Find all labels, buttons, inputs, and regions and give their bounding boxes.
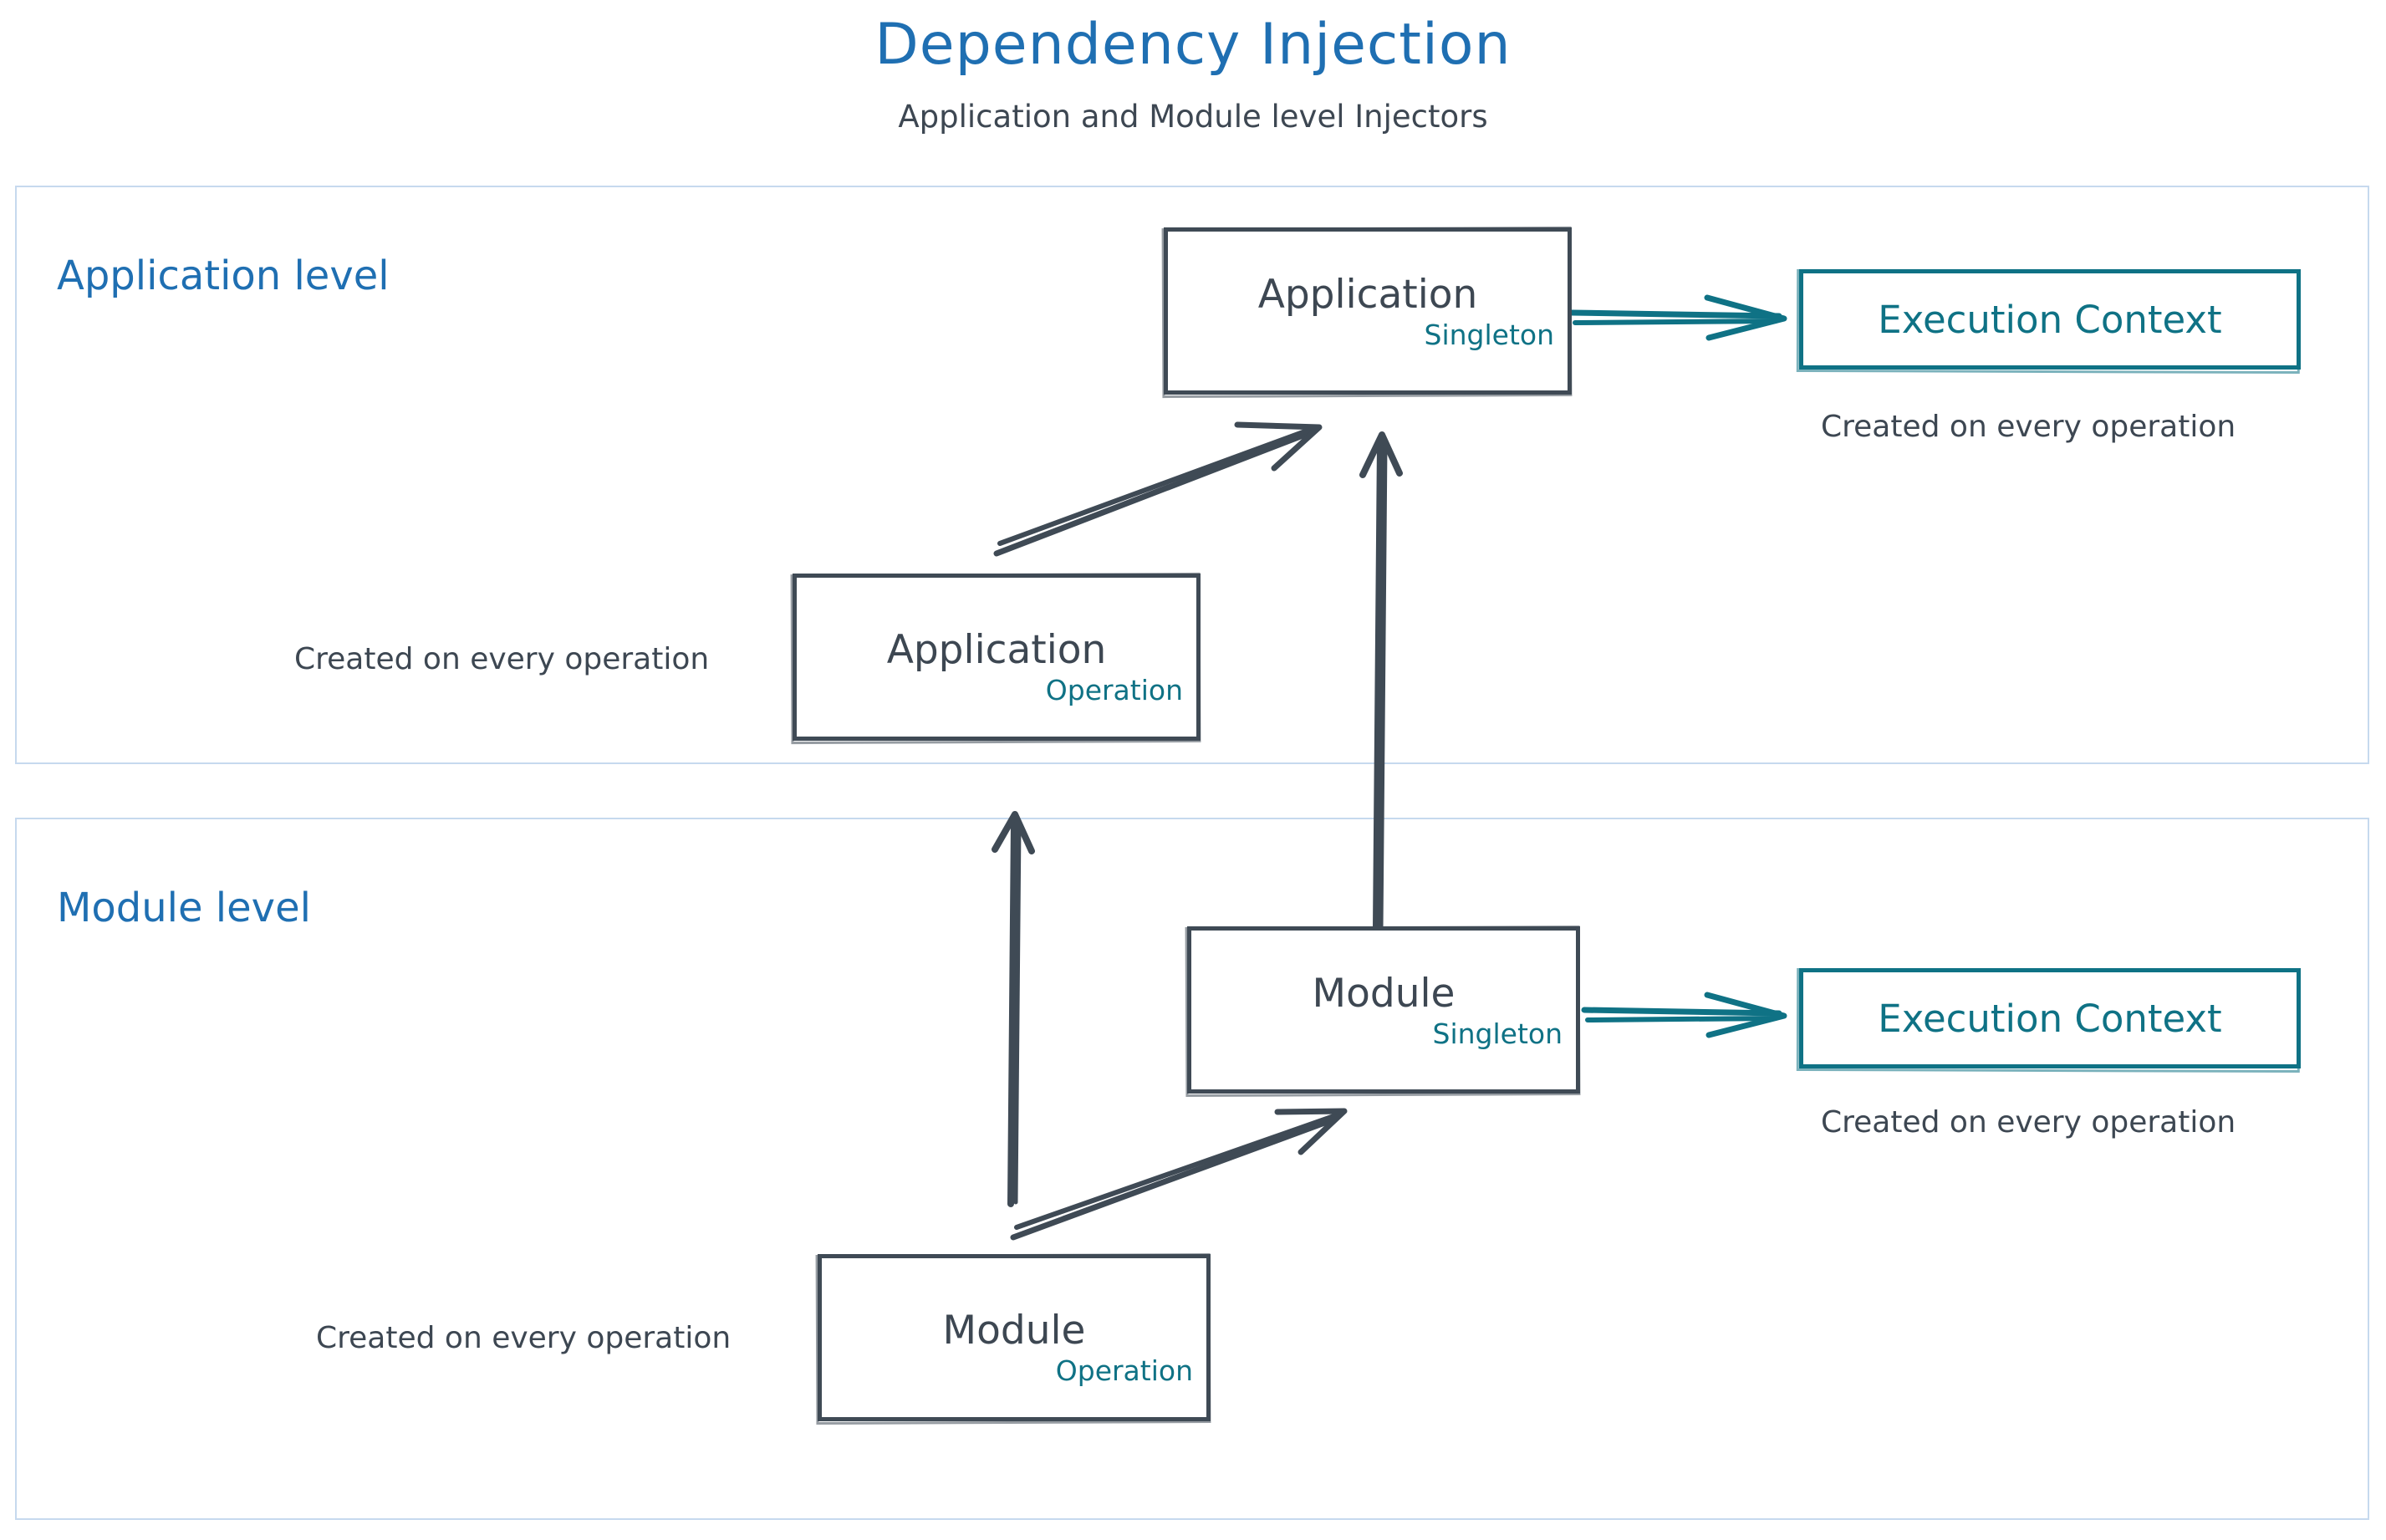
node-scope-badge: Operation <box>1045 674 1183 707</box>
caption-module-execution-context: Created on every operation <box>1821 1105 2236 1140</box>
caption-application-execution-context: Created on every operation <box>1821 410 2236 444</box>
node-title: Application <box>886 626 1107 673</box>
node-scope-badge: Operation <box>1055 1354 1193 1388</box>
lane-label-application-level: Application level <box>57 252 390 299</box>
context-label: Execution Context <box>1878 996 2222 1041</box>
lane-label-module-level: Module level <box>57 885 311 931</box>
note-module-operation: Created on every operation <box>316 1321 732 1355</box>
node-scope-badge: Singleton <box>1424 319 1555 352</box>
context-label: Execution Context <box>1878 297 2222 342</box>
node-module-operation[interactable]: Module Operation <box>818 1254 1211 1421</box>
page-title: Dependency Injection <box>874 12 1512 78</box>
node-title: Module <box>1312 970 1456 1017</box>
node-module-singleton[interactable]: Module Singleton <box>1187 926 1580 1094</box>
node-module-execution-context[interactable]: Execution Context <box>1799 968 2301 1068</box>
node-title: Module <box>942 1307 1086 1354</box>
node-application-operation[interactable]: Application Operation <box>793 574 1201 741</box>
node-title: Application <box>1257 271 1478 318</box>
node-application-execution-context[interactable]: Execution Context <box>1799 269 2301 370</box>
note-application-operation: Created on every operation <box>294 642 710 676</box>
node-scope-badge: Singleton <box>1432 1017 1563 1051</box>
node-application-singleton[interactable]: Application Singleton <box>1164 227 1572 395</box>
page-subtitle: Application and Module level Injectors <box>898 99 1488 135</box>
